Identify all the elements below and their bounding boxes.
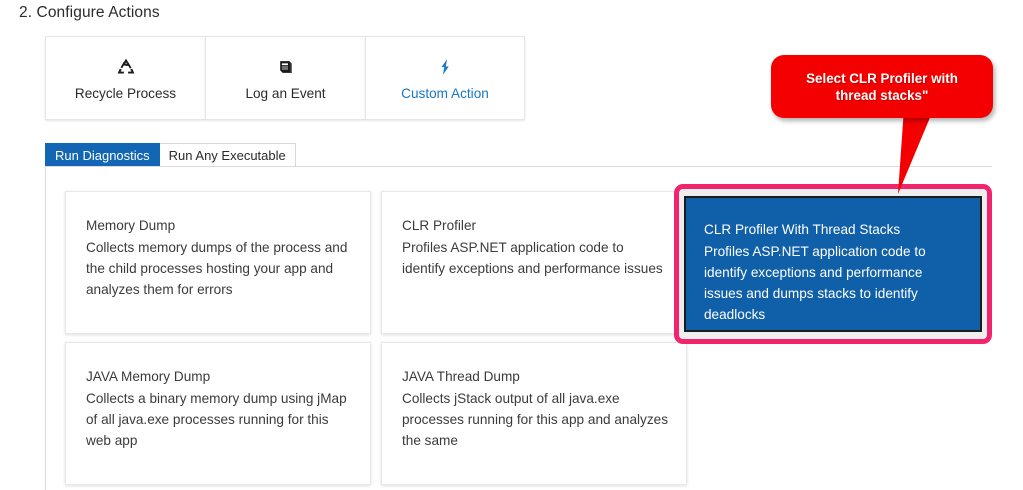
- diagnostic-card-grid: Memory Dump Collects memory dumps of the…: [65, 191, 1003, 485]
- action-tile-recycle-process[interactable]: Recycle Process: [45, 36, 205, 120]
- callout-text: Select CLR Profiler with thread stacks": [806, 70, 958, 103]
- diagnostic-card-memory-dump[interactable]: Memory Dump Collects memory dumps of the…: [65, 191, 371, 334]
- card-title: JAVA Memory Dump: [86, 369, 211, 384]
- card-title: Memory Dump: [86, 218, 176, 233]
- card-description: Collects jStack output of all java.exe p…: [402, 391, 668, 448]
- action-tile-label: Log an Event: [245, 86, 326, 101]
- recycle-icon: [116, 55, 136, 79]
- diagnostic-card-clr-profiler-with-thread-stacks[interactable]: CLR Profiler With Thread Stacks Profiles…: [684, 196, 982, 332]
- callout-tail: [898, 108, 934, 194]
- card-description: Collects a binary memory dump using jMap…: [86, 391, 347, 448]
- diagnostic-card-java-thread-dump[interactable]: JAVA Thread Dump Collects jStack output …: [381, 342, 687, 485]
- diagnostic-card-clr-profiler[interactable]: CLR Profiler Profiles ASP.NET applicatio…: [381, 191, 687, 334]
- tab-strip: Run Diagnostics Run Any Executable: [45, 143, 296, 166]
- card-title: CLR Profiler: [402, 218, 477, 233]
- action-tile-log-an-event[interactable]: Log an Event: [205, 36, 365, 120]
- page-title: 2. Configure Actions: [19, 4, 160, 21]
- tab-run-any-executable[interactable]: Run Any Executable: [159, 143, 296, 166]
- card-title: JAVA Thread Dump: [402, 369, 520, 384]
- diagnostic-card-java-memory-dump[interactable]: JAVA Memory Dump Collects a binary memor…: [65, 342, 371, 485]
- card-title: CLR Profiler With Thread Stacks: [704, 222, 901, 237]
- book-icon: [276, 55, 296, 79]
- tab-run-diagnostics[interactable]: Run Diagnostics: [45, 143, 160, 166]
- callout-bubble: Select CLR Profiler with thread stacks": [771, 55, 993, 118]
- action-tile-custom-action[interactable]: Custom Action: [365, 36, 525, 120]
- card-description: Profiles ASP.NET application code to ide…: [704, 244, 926, 322]
- card-description: Profiles ASP.NET application code to ide…: [402, 240, 663, 276]
- action-tile-label: Recycle Process: [74, 86, 177, 101]
- card-description: Collects memory dumps of the process and…: [86, 240, 348, 297]
- tab-label: Run Any Executable: [168, 147, 286, 163]
- action-tile-row: Recycle Process Log an Event Custom Acti…: [45, 36, 525, 120]
- action-tile-label: Custom Action: [401, 86, 489, 101]
- lightning-bolt-icon: [435, 55, 455, 79]
- selection-highlight-ring: CLR Profiler With Thread Stacks Profiles…: [674, 184, 992, 344]
- tab-label: Run Diagnostics: [55, 147, 150, 163]
